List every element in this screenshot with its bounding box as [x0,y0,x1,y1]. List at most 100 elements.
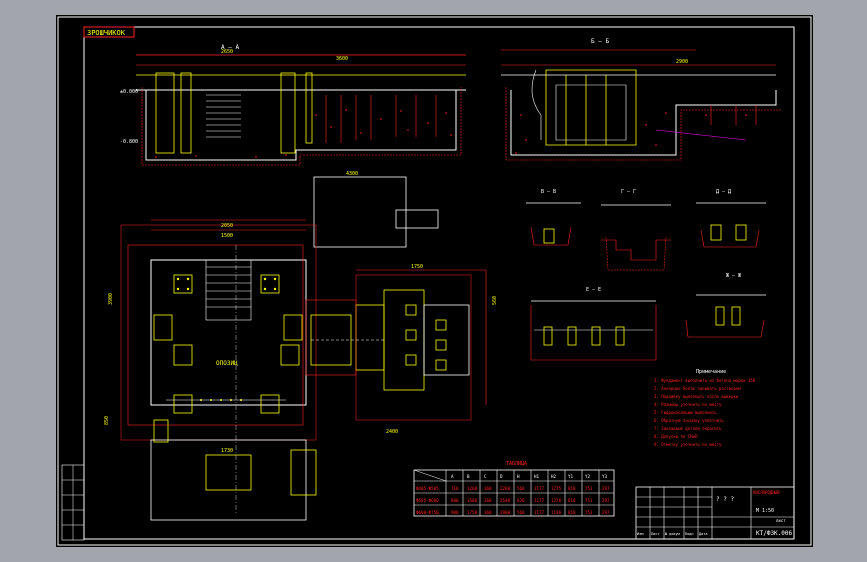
table-header-cell: Y1 [568,474,574,479]
note-line: 2. Анкерные болты заливать раствором [654,386,741,391]
table-cell: 360 [484,486,492,491]
dim-plan5: 1730 [221,448,233,454]
dim-plan7: 560 [492,296,498,305]
table-cell: 710 [451,486,459,491]
table-header-cell: D [500,474,503,479]
section-aa: А — А 2650 3600 [120,44,466,166]
dim-plan6: 1750 [411,264,423,270]
revision-strip [61,464,85,541]
table-cell: 1177 [534,486,545,491]
table-cell: 360 [484,498,492,503]
table-title: ТАБЛИЦА [506,461,527,467]
note-line: 7. Закладные детали окрасить [654,426,722,431]
stamp-box [83,26,135,38]
dim-plan8: 2400 [386,429,398,435]
scale-text: М 1:50 [756,508,774,514]
dim-plan3: 1500 [221,233,233,239]
table-cell: Ф505-Ф600 [416,498,439,503]
table-cell: 1500 [467,498,478,503]
section-ee-label: Е — Е [586,287,601,293]
note-line: 5. Гидроизоляцию выполнить [654,410,717,415]
section-aa-label: А — А [221,44,239,51]
title-company: КИСЛОРОДНЫЙ [753,490,780,495]
sheet-word: лист [776,518,786,523]
dim-plan-w: 4300 [346,171,358,177]
note-line: 6. Обратную засыпку уплотнить [654,418,724,423]
tb-col-label: Подп [685,532,693,536]
section-zh-label: Ж — Ж [726,273,741,279]
plan-label: ОПОЗИЦ [216,360,238,367]
dim-top2: 3600 [336,56,348,62]
table-cell: 1177 [534,510,545,515]
table-cell: Ф405-Ф505 [416,486,439,491]
title-code: КТ/Ф3К.006 [756,530,793,537]
table-cell: 297 [602,486,610,491]
table-cell: 560 [517,486,525,491]
plan-view: 4300 2050 1500 3900 850 [104,171,498,521]
table-cell: 2200 [500,486,511,491]
section-bb-label: Б — Б [591,38,609,45]
section-bb: Б — Б 2900 [501,38,781,161]
table-cell: 1196 [551,510,562,515]
section-dd-label: Д — Д [716,189,731,195]
inner-border [83,26,795,540]
note-line: 8. Допуски по СНиП [654,434,698,439]
tb-col-label: Дата [699,532,707,536]
notes-heading: Примечание [696,369,726,375]
note-line: 4. Размеры уточнить по месту [654,402,722,407]
table-header-cell: H [517,474,520,479]
tb-col-label: Лист [651,532,659,536]
table-header-cell: H1 [534,474,540,479]
note-line: 9. Отметку уточнить по месту [654,442,722,447]
table-cell: 2540 [500,498,511,503]
tb-col-label: № докум [665,532,681,536]
table-cell: 297 [602,510,610,515]
notes: Примечание 1. Фундамент выполнить из бет… [654,369,756,447]
table-cell: 810 [568,498,576,503]
dim-top1: 2650 [221,49,233,55]
table-header-cell: Y2 [585,474,591,479]
table-header-cell: C [484,474,487,479]
section-cc-label: В — В [541,189,556,195]
table-cell: 751 [585,510,593,515]
elev-a2: -0.800 [120,139,138,145]
table-cell: 1177 [534,498,545,503]
drawing-sheet: ЗРОШЧИКОК А — А 2650 3600 [56,15,813,547]
table-cell: 1750 [467,510,478,515]
dim-plan2: 2050 [221,223,233,229]
outer-border [57,16,812,546]
table-cell: 360 [484,510,492,515]
table-cell: 1276 [551,498,562,503]
dim-top3: 2900 [676,59,688,65]
small-sections: В — В Г — Г Д — Д Е — Е [526,189,766,361]
concrete-hatch-a [155,109,452,158]
dim-plan4: 850 [104,416,110,425]
table-cell: 2900 [500,510,511,515]
table-header-cell: Y3 [602,474,608,479]
table-cell: Ф600-Ф750 [416,510,439,515]
title-block: ? ? ? КИСЛОРОДНЫЙ М 1:50 лист КТ/Ф3К.006… [635,486,795,540]
title-question: ? ? ? [716,496,734,503]
table-cell: 1275 [551,486,562,491]
table-cell: 560 [517,510,525,515]
table-cell: 810 [568,510,576,515]
table-cell: 1260 [467,486,478,491]
dim-plan-h: 3900 [108,293,114,305]
table-cell: 810 [568,486,576,491]
stamp-label: ЗРОШЧИКОК [87,29,126,37]
section-gg-label: Г — Г [621,189,636,195]
table-cell: 800 [451,498,459,503]
table-cell: 751 [585,498,593,503]
elev-a1: ±0.000 [120,89,138,95]
cad-drawing: ЗРОШЧИКОК А — А 2650 3600 [57,16,812,546]
table-cell: 751 [585,486,593,491]
table-header-cell: B [467,474,470,479]
table-header-cell: A [451,474,454,479]
table-header-cell: H2 [551,474,557,479]
note-line: 1. Фундамент выполнить из бетона марки 1… [654,378,756,383]
table-cell: 297 [602,498,610,503]
table-cell: 620 [517,498,525,503]
note-line: 3. Подливку выполнить после выверки [654,394,739,399]
